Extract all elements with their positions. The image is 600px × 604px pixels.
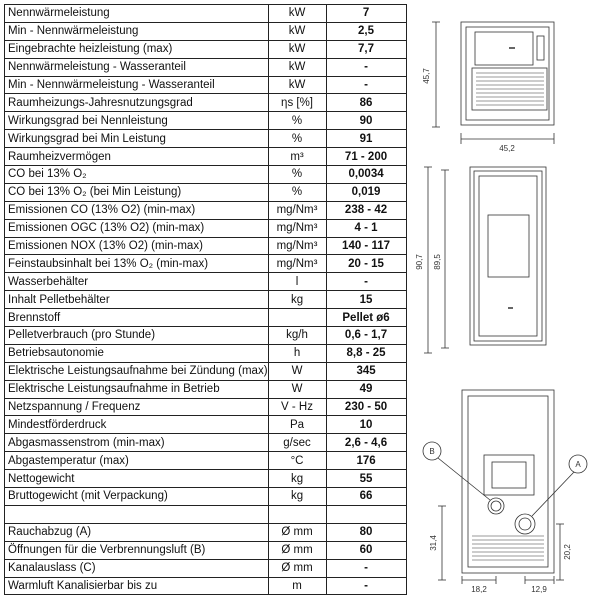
front-height-inner-dim: 89,5 (433, 254, 442, 270)
rear-view-drawing (422, 389, 588, 584)
rear-a-height-dim: 20,2 (563, 544, 572, 560)
spec-value: - (325, 576, 407, 596)
spec-row: Elektrische Leistungsaufnahme in Betrieb… (4, 379, 407, 399)
callout-a-label: A (575, 460, 581, 469)
spec-value: 20 - 15 (325, 254, 407, 274)
front-height-outer-dim: 90,7 (415, 254, 424, 270)
spec-row: Kanalauslass (C)Ø mm- (4, 558, 407, 578)
spec-value: 91 (325, 129, 407, 149)
top-height-dim: 45,7 (422, 68, 431, 84)
rear-a-offset-dim: 12,9 (531, 585, 547, 594)
rear-b-offset-dim: 18,2 (471, 585, 487, 594)
rear-height-dim: 31,4 (429, 535, 438, 551)
front-view-drawing (424, 166, 547, 354)
top-width-dim: 45,2 (499, 144, 515, 153)
spec-row: CO bei 13% O₂ (bei Min Leistung)%0,019 (4, 182, 407, 202)
spec-row: Elektrische Leistungsaufnahme bei Zündun… (4, 361, 407, 381)
spec-row: CO bei 13% O₂%0,0034 (4, 165, 407, 184)
callout-b-label: B (429, 447, 434, 456)
spec-row: Wirkungsgrad bei Min Leistung%91 (4, 129, 407, 149)
spec-row: Wirkungsgrad bei Nennleistung%90 (4, 111, 407, 131)
top-view-drawing (432, 21, 555, 144)
